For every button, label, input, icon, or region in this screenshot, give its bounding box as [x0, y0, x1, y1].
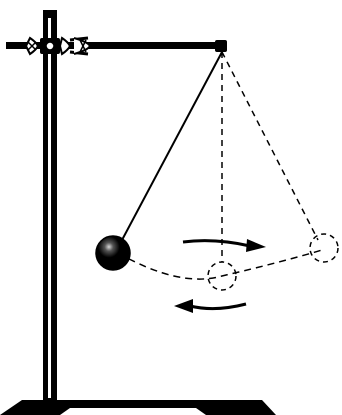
arrow-right-icon: [182, 239, 266, 252]
clamp: [24, 36, 92, 56]
swing-arc: [117, 249, 323, 280]
arrow-left-icon: [174, 299, 247, 313]
pendulum-bob: [95, 235, 131, 271]
right-position-bob: [309, 233, 339, 263]
stand-pole: [43, 10, 57, 403]
pendulum-string: [121, 51, 223, 241]
stand-crossbar: [6, 40, 227, 52]
stand-base: [0, 400, 276, 415]
rest-position-bob: [207, 261, 237, 291]
right-position-string: [221, 51, 319, 241]
